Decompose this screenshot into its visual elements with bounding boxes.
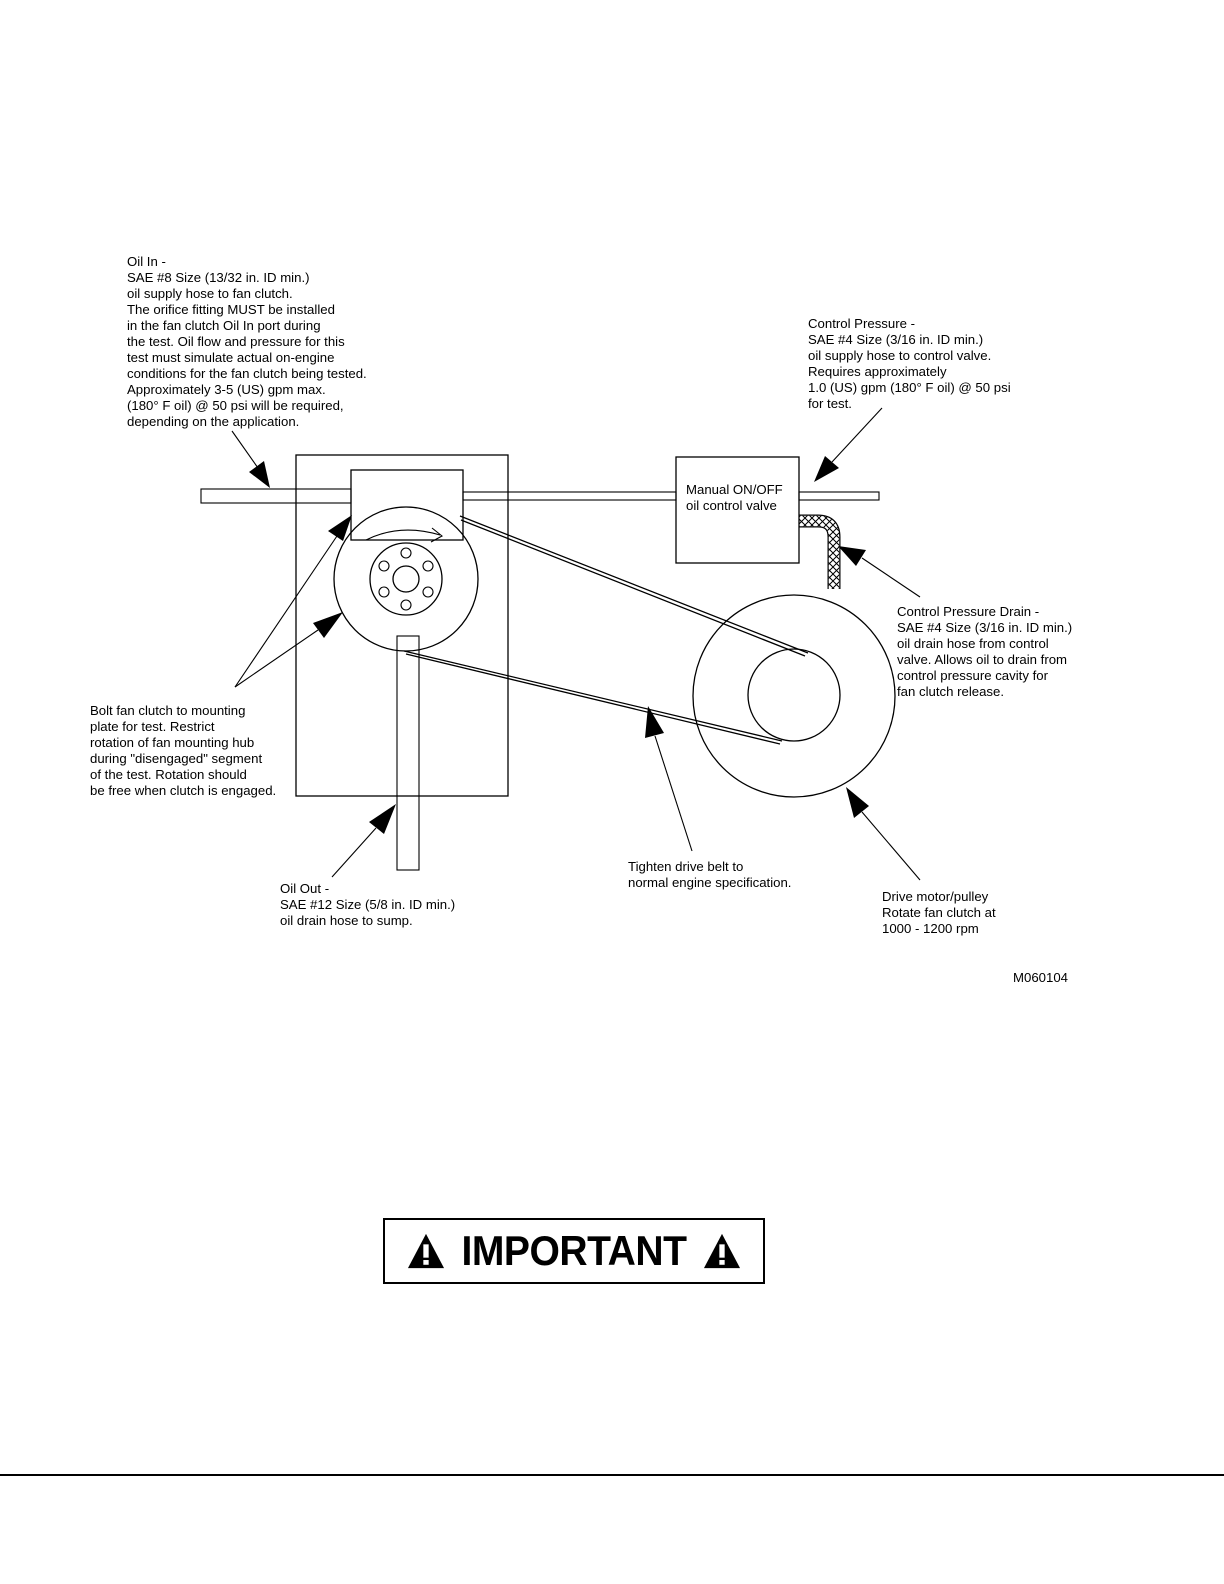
leader-oil-in (231, 430, 270, 488)
oil-out-hose (396, 635, 420, 871)
leader-control-pressure (814, 407, 883, 482)
label-line: Control Pressure Drain - (897, 604, 1039, 619)
oil-in-hose (200, 488, 352, 504)
mounting-plate (295, 454, 509, 797)
control-supply-hose (462, 491, 677, 501)
label-line: Oil In - (127, 254, 166, 269)
label-line: Control Pressure - (808, 316, 915, 331)
label-line: Tighten drive belt to (628, 859, 743, 874)
oil-control-valve (675, 456, 800, 564)
label-line: oil control valve (686, 498, 777, 513)
label-line: The orifice fitting MUST be installed (127, 302, 335, 317)
drive-belt-upper (459, 515, 809, 654)
fan-hub (369, 542, 443, 616)
label-line: 1.0 (US) gpm (180° F oil) @ 50 psi (808, 380, 1011, 395)
label-line: Approximately 3-5 (US) gpm max. (127, 382, 326, 397)
label-line: SAE #4 Size (3/16 in. ID min.) (808, 332, 983, 347)
warning-triangle-icon (703, 1233, 741, 1269)
label-line: the test. Oil flow and pressure for this (127, 334, 345, 349)
footer-rule (0, 1474, 1224, 1476)
label-line: depending on the application. (127, 414, 299, 429)
label-line: SAE #8 Size (13/32 in. ID min.) (127, 270, 310, 285)
label-oil-in: Oil In -SAE #8 Size (13/32 in. ID min.)o… (127, 254, 367, 429)
label-line: be free when clutch is engaged. (90, 783, 276, 798)
label-line: plate for test. Restrict (90, 719, 215, 734)
label-line: Rotate fan clutch at (882, 905, 996, 920)
label-line: oil drain hose to sump. (280, 913, 413, 928)
control-supply-hose-right (798, 491, 880, 501)
label-oil-out: Oil Out -SAE #12 Size (5/8 in. ID min.)o… (280, 881, 455, 928)
label-line: conditions for the fan clutch being test… (127, 366, 367, 381)
leader-drive-belt (645, 706, 693, 852)
label-line: SAE #4 Size (3/16 in. ID min.) (897, 620, 1072, 635)
label-line: of the test. Rotation should (90, 767, 247, 782)
label-line: oil drain hose from control (897, 636, 1049, 651)
drive-pulley-outer (692, 594, 896, 798)
label-line: during "disengaged" segment (90, 751, 262, 766)
leader-drive-motor (846, 787, 921, 881)
label-control-pressure: Control Pressure -SAE #4 Size (3/16 in. … (808, 316, 1011, 411)
hub-center (392, 565, 420, 593)
drive-belt-lower (403, 650, 783, 742)
figure-code: M060104 (1013, 970, 1068, 985)
label-line: SAE #12 Size (5/8 in. ID min.) (280, 897, 455, 912)
label-line: oil supply hose to fan clutch. (127, 286, 293, 301)
label-line: test must simulate actual on-engine (127, 350, 334, 365)
label-line: oil supply hose to control valve. (808, 348, 991, 363)
fan-clutch-pulley (333, 506, 479, 652)
label-line: for test. (808, 396, 852, 411)
leader-control-drain (838, 546, 921, 598)
rotation-arrow-icon (365, 527, 443, 543)
label-line: in the fan clutch Oil In port during (127, 318, 321, 333)
label-line: fan clutch release. (897, 684, 1004, 699)
warning-triangle-icon (407, 1233, 445, 1269)
label-line: Bolt fan clutch to mounting (90, 703, 245, 718)
label-line: normal engine specification. (628, 875, 791, 890)
label-line: (180° F oil) @ 50 psi will be required, (127, 398, 344, 413)
label-line: control pressure cavity for (897, 668, 1049, 683)
label-line: Requires approximately (808, 364, 947, 379)
leader-bolt-fan-clutch (234, 515, 352, 688)
label-line: valve. Allows oil to drain from (897, 652, 1067, 667)
label-line: 1000 - 1200 rpm (882, 921, 979, 936)
leader-oil-out (331, 804, 396, 878)
important-title: IMPORTANT (461, 1227, 687, 1274)
drive-pulley-inner (747, 648, 841, 742)
bolt-holes (378, 547, 434, 611)
important-notice: IMPORTANT (383, 1218, 765, 1284)
label-line: Manual ON/OFF (686, 482, 783, 497)
label-line: Oil Out - (280, 881, 329, 896)
label-line: Drive motor/pulley (882, 889, 989, 904)
label-control-pressure-drain: Control Pressure Drain -SAE #4 Size (3/1… (897, 604, 1072, 699)
fan-clutch-housing (350, 469, 464, 541)
label-line: rotation of fan mounting hub (90, 735, 254, 750)
